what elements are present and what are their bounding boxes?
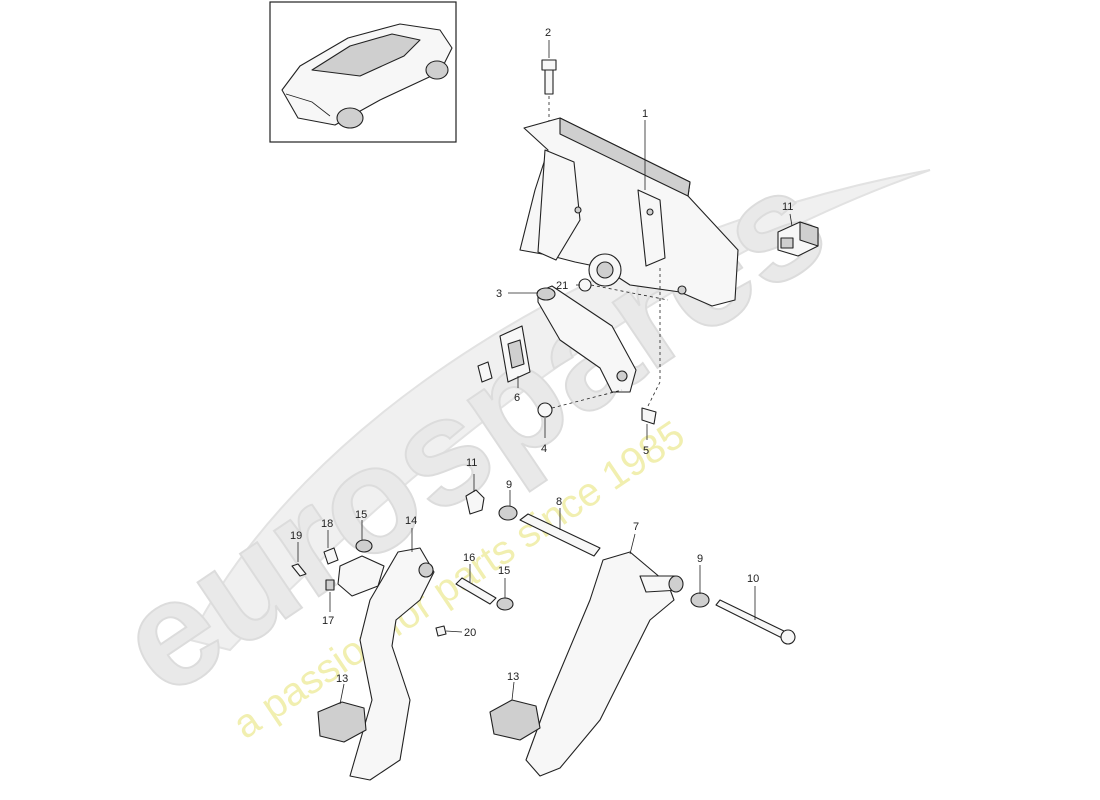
part-7-pedal-arm: [525, 551, 684, 777]
car-thumbnail: [269, 1, 457, 143]
part-9-bushing-lower: [690, 592, 710, 608]
callout-13-left[interactable]: 13: [336, 673, 348, 685]
callout-16[interactable]: 16: [463, 552, 475, 564]
callout-10[interactable]: 10: [747, 573, 759, 585]
callout-2[interactable]: 2: [545, 27, 551, 39]
part-14-pedal-arm: [349, 547, 435, 781]
part-16-shaft: [455, 577, 497, 605]
part-10-bolt: [715, 599, 796, 645]
callout-8[interactable]: 8: [556, 496, 562, 508]
part-12-switch: [777, 221, 819, 257]
callout-18[interactable]: 18: [321, 518, 333, 530]
callout-13-right[interactable]: 13: [507, 671, 519, 683]
callout-21[interactable]: 21: [556, 280, 568, 292]
part-2-bolt: [541, 59, 557, 124]
callout-11[interactable]: 11: [466, 457, 477, 469]
part-9-bushing-upper: [498, 505, 518, 521]
callout-12[interactable]: 11: [782, 201, 793, 213]
callout-14[interactable]: 14: [405, 515, 417, 527]
leader-lines: [297, 40, 793, 705]
watermark-swoosh: [188, 169, 931, 652]
callout-9-upper[interactable]: 9: [506, 479, 512, 491]
callout-17[interactable]: 17: [322, 615, 334, 627]
part-13-pedal-pad-right: [489, 699, 541, 741]
callout-6[interactable]: 6: [514, 392, 520, 404]
part-5-screw: [641, 381, 661, 425]
part-1-pedal-bracket: [519, 117, 739, 307]
part-13-pedal-pad-left: [317, 701, 367, 743]
part-15-bushing-lower: [496, 597, 514, 611]
part-15-bushing-upper: [355, 539, 373, 553]
part-18-clip: [323, 547, 339, 565]
callout-15-lower[interactable]: 15: [498, 565, 510, 577]
part-4-screw: [537, 389, 623, 418]
part-8-shaft: [519, 513, 601, 557]
part-20-circlip: [435, 625, 447, 637]
part-19-pin: [291, 563, 307, 577]
callout-5[interactable]: 5: [643, 445, 649, 457]
callout-9-lower[interactable]: 9: [697, 553, 703, 565]
callout-19[interactable]: 19: [290, 530, 302, 542]
part-17-pedal-switch: [325, 555, 385, 597]
part-3-hinge-plate: [536, 268, 661, 393]
callout-1[interactable]: 1: [642, 108, 648, 120]
callout-7[interactable]: 7: [633, 521, 639, 533]
callouts: 2 1 11 3 21 6 4 5 11 9 8 7 9 10 14 16 15…: [290, 27, 793, 685]
part-6-gasket: [477, 325, 531, 383]
callout-3[interactable]: 3: [496, 288, 502, 300]
callout-20[interactable]: 20: [464, 627, 476, 639]
callout-4[interactable]: 4: [541, 443, 547, 455]
callout-15-upper[interactable]: 15: [355, 509, 367, 521]
